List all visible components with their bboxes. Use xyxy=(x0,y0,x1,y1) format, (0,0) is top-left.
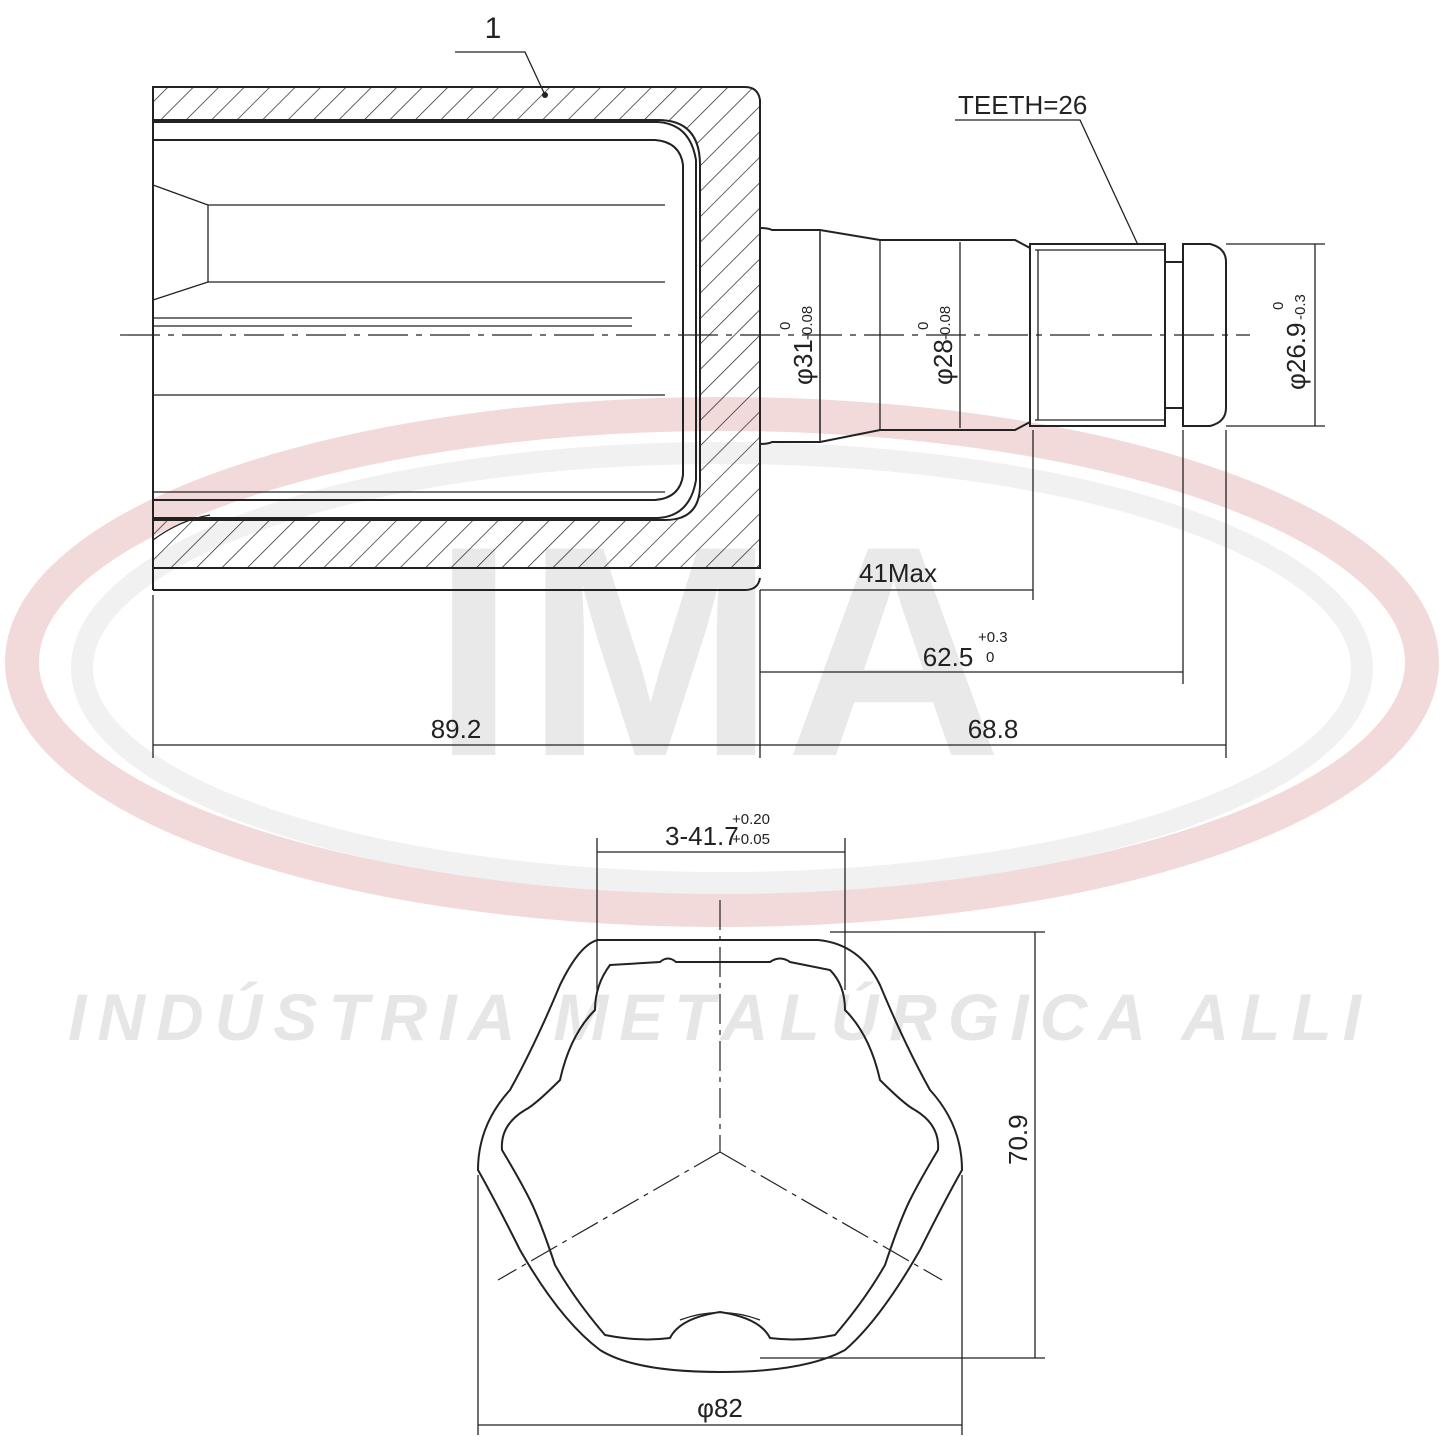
end-view-inner-profile xyxy=(500,957,940,1341)
dim-68-8-label: 68.8 xyxy=(968,714,1019,744)
dim-68-8: 68.8 xyxy=(760,714,1226,746)
dim-track-tol-upper: +0.20 xyxy=(732,811,770,828)
dim-outer-diameter-label: φ82 xyxy=(697,1393,743,1423)
dim-track-tol-lower: +0.05 xyxy=(732,831,770,848)
dim-track-width: 3-41.7 +0.20 +0.05 xyxy=(596,811,846,990)
dim-phi26-9-label: φ26.9 xyxy=(1281,323,1311,390)
dim-41max: 41Max xyxy=(760,558,1033,591)
dim-phi26-9: φ26.9 0 -0.3 xyxy=(1226,243,1325,427)
housing-lip xyxy=(152,514,211,541)
dim-phi28: φ28 0 -0.08 xyxy=(915,242,961,428)
bore-chamfer-top xyxy=(152,184,209,206)
end-view-axis-right xyxy=(719,1151,943,1281)
dim-62-5-tol-lower: 0 xyxy=(986,649,994,666)
end-view: 3-41.7 +0.20 +0.05 70.9 φ82 xyxy=(476,811,1045,1435)
dim-height-label: 70.9 xyxy=(1003,1114,1033,1165)
dim-phi28-tol-upper: 0 xyxy=(915,322,932,330)
dim-89-2: 89.2 xyxy=(153,714,760,746)
shaft-end xyxy=(1182,243,1227,427)
part-callout-leader xyxy=(455,51,546,96)
bore-contour-inner xyxy=(153,139,684,501)
teeth-leader xyxy=(955,119,1139,246)
dim-62-5-label: 62.5 xyxy=(923,642,974,672)
side-view: 1 TEETH=26 φ31 0 -0.08 φ28 0 -0.08 φ26.9… xyxy=(120,12,1325,758)
dim-41max-label: 41Max xyxy=(859,558,937,588)
dim-62-5: 62.5 +0.3 0 xyxy=(760,629,1183,673)
part-callout-number: 1 xyxy=(485,12,502,45)
dim-phi31: φ31 0 -0.08 xyxy=(777,232,821,440)
end-view-track-detail xyxy=(679,1311,761,1321)
end-view-axis-left xyxy=(497,1151,721,1281)
dim-track-width-label: 3-41.7 xyxy=(665,821,739,851)
dim-phi28-label: φ28 xyxy=(928,339,958,385)
dim-phi26-9-tol-upper: 0 xyxy=(1270,302,1287,310)
dim-outer-diameter: φ82 xyxy=(477,1175,963,1435)
dim-phi28-tol-lower: -0.08 xyxy=(937,306,954,340)
housing-bottom-edge xyxy=(153,577,761,591)
teeth-label: TEETH=26 xyxy=(958,90,1087,120)
dim-height: 70.9 xyxy=(760,931,1045,1359)
dim-phi31-tol-lower: -0.08 xyxy=(799,306,816,340)
watermark-company-name: INDÚSTRIA METALÚRGICA ALLI xyxy=(68,980,1372,1054)
part-callout-dot xyxy=(542,92,548,98)
dim-89-2-label: 89.2 xyxy=(431,714,482,744)
bore-chamfer-bottom xyxy=(152,281,209,301)
bore-contour-outer xyxy=(153,121,697,519)
dim-phi31-label: φ31 xyxy=(788,339,818,385)
dim-62-5-tol-upper: +0.3 xyxy=(978,629,1008,646)
housing-section-hatched xyxy=(152,86,761,569)
end-view-outer-profile xyxy=(476,939,964,1374)
dim-phi26-9-tol-lower: -0.3 xyxy=(1292,294,1309,320)
dim-phi31-tol-upper: 0 xyxy=(777,322,794,330)
